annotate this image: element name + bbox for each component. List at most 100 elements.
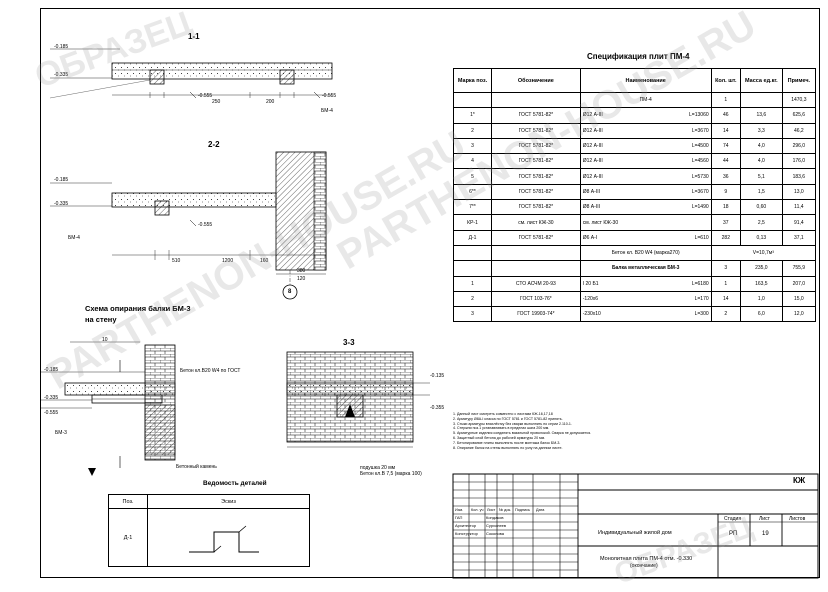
cell: 235,0 [739, 260, 783, 277]
cell: 11,4 [781, 199, 817, 216]
dimension: 1200 [222, 258, 234, 264]
cell: 0,13 [739, 229, 783, 246]
item-name: -120х6 [582, 296, 599, 302]
object-name: Индивидуальный жилой дом [598, 530, 672, 536]
col-label: Дата [536, 508, 545, 512]
cell: см. лист КЖ-30 [579, 214, 712, 231]
header-cell: Поз. [108, 494, 148, 509]
item-name: Ø8 А-III [582, 188, 600, 195]
cell: 3,3 [739, 122, 783, 139]
dimension: 380 [297, 268, 306, 274]
cell: 36 [710, 168, 741, 185]
cell: 12,0 [781, 306, 817, 323]
section-1-1 [49, 48, 333, 99]
cell: 755,9 [781, 260, 817, 277]
item-length: L=1490 [691, 204, 709, 211]
cell: 15,0 [781, 290, 817, 308]
scheme-subtitle: на стену [85, 315, 117, 324]
item-length: L=6180 [691, 280, 709, 287]
callout: Бетонный камень [176, 464, 217, 470]
item-length: L=3670 [691, 127, 709, 134]
cell: 4,0 [739, 137, 783, 155]
role: Конструктор [455, 531, 478, 536]
scheme-title: Схема опирания балки БМ-3 [85, 304, 191, 313]
cell: СТО АСЧМ 20-93 [491, 275, 581, 292]
sheets-header: Листов [789, 516, 806, 522]
cell: 625,6 [781, 107, 817, 124]
doc-code: КЖ [793, 476, 806, 485]
callout: Бетон кл.В 7,5 (марка 100) [360, 471, 422, 477]
cell: 5,1 [739, 168, 783, 185]
callout: подушка 20 мм [360, 465, 396, 471]
cell: 2 [452, 122, 493, 139]
drawing-sheet [40, 8, 820, 578]
header-cell: Примеч. [781, 68, 817, 93]
cell: 1* [452, 107, 493, 124]
cell: 3 [710, 260, 741, 277]
cell: ГОСТ 5781-82* [491, 107, 581, 124]
cell: Бетон кл. В20 W4 (марка270) [579, 244, 712, 262]
cell: 1 [710, 91, 741, 109]
sheet-value: 19 [762, 531, 769, 537]
person: Сурхолеев [486, 523, 507, 528]
spec-title: Спецификация плит ПМ-4 [587, 52, 690, 61]
spec-header-row: Марка поз. Обозначение Наименование Кол.… [452, 68, 817, 93]
note-line: 5. Арматурные изделия соединять вязально… [453, 431, 592, 436]
dimension: 200 [266, 99, 275, 105]
item-length: L=13060 [689, 112, 709, 119]
item-name: Ø12 А-III [582, 143, 603, 150]
item-name: Ø8 А-III [582, 204, 600, 211]
cell [491, 91, 581, 109]
cell: ГОСТ 5781-82* [491, 229, 581, 246]
beam-support-scheme [40, 341, 176, 476]
cell: ГОСТ 5781-82* [491, 183, 581, 201]
person: Соколова [486, 531, 504, 536]
beam-label: БМ-3 [55, 430, 67, 436]
level-label: -0.185 [54, 177, 69, 183]
titleblock-grid [452, 473, 819, 579]
item-name: Ø6 А-I [582, 234, 598, 241]
header-cell: Марка поз. [452, 68, 493, 93]
cell: Д-1 [452, 229, 493, 246]
details-table: Поз. Эскиз Д-1 [108, 494, 310, 567]
cell: 6,0 [739, 306, 783, 323]
cell: 1,0 [739, 290, 783, 308]
cell: Д-1 [108, 508, 148, 567]
sketch-cell [147, 508, 310, 567]
item-length: L=4500 [691, 143, 709, 150]
sheet-header: Лист [759, 516, 770, 522]
section-3-3 [286, 351, 430, 448]
item-length: L=300 [694, 311, 709, 318]
cell: 176,0 [781, 153, 817, 170]
item-length: L=4560 [691, 158, 709, 165]
section-2-2-title: 2-2 [208, 140, 220, 149]
section-2-2 [50, 151, 327, 300]
cell: ГОСТ 5781-82* [491, 153, 581, 170]
spec-beam-header-row: Балка металлическая БМ-3 3 235,0 755,9 [452, 260, 817, 277]
stage-value: РП [729, 531, 738, 537]
header-cell: Кол. шт. [710, 68, 741, 93]
person: Кондаков [486, 515, 504, 520]
stage-header: Стадия [724, 516, 742, 522]
cell: 3 [452, 306, 493, 323]
cell: 4,0 [739, 153, 783, 170]
col-label: Изм. [455, 508, 464, 512]
cell: ГОСТ 5781-82* [491, 199, 581, 216]
cell: 183,6 [781, 168, 817, 185]
cell: V=10,7м³ [710, 244, 817, 262]
cell: 14 [710, 290, 741, 308]
cell: ГОСТ 19903-74* [491, 306, 581, 323]
